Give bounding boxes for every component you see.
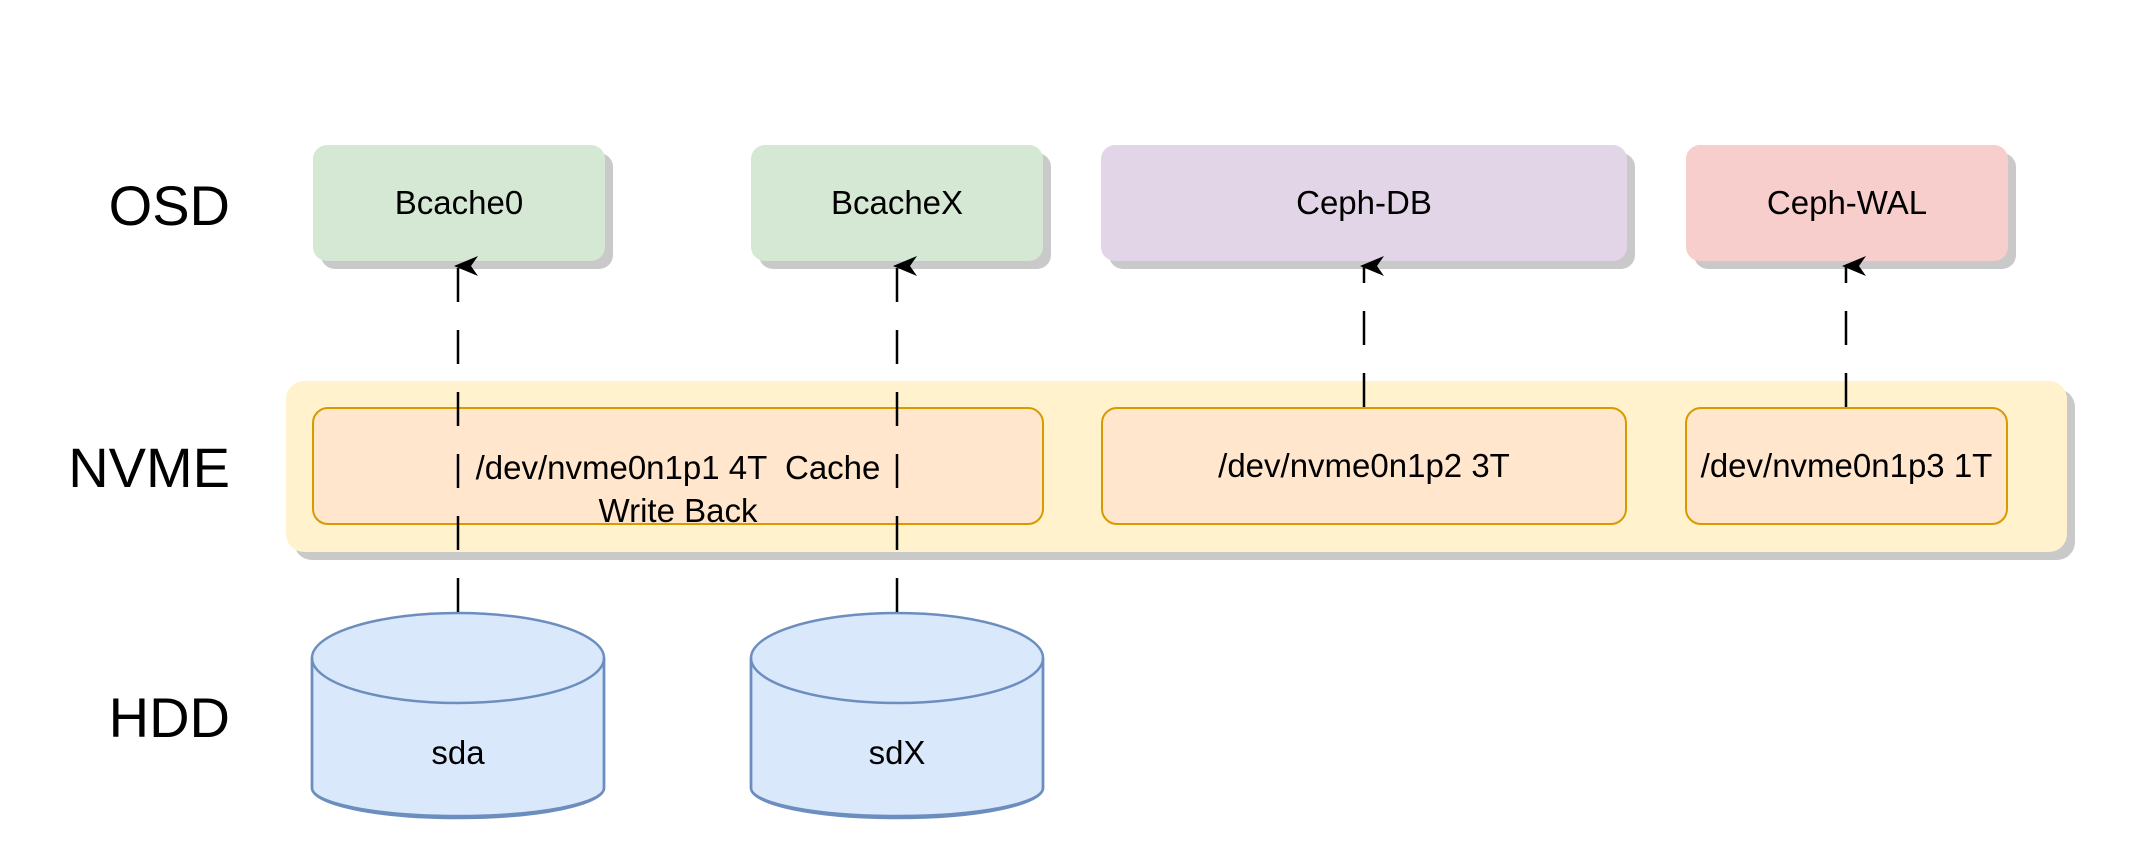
hdd-sdx-label: sdX [868,734,926,771]
hdd-sda-label: sda [431,734,485,771]
osd-bcachex-label: BcacheX [830,183,964,221]
nvme-partition-p1 [312,407,1044,525]
osd-bcache0-box: Bcache0 [313,145,605,261]
nvme-partition-p1-line2: Write Back [598,492,758,529]
row-label-nvme: NVME [68,436,230,499]
nvme-partition-p3: /dev/nvme0n1p3 1T [1685,407,2008,525]
nvme-partition-p2: /dev/nvme0n1p2 3T [1101,407,1627,525]
nvme-partition-p1-line1: /dev/nvme0n1p1 4T Cache [475,449,881,486]
osd-ceph-wal-box: Ceph-WAL [1686,145,2008,261]
osd-ceph-wal-label: Ceph-WAL [1766,183,1928,221]
nvme-partition-p1-text: /dev/nvme0n1p1 4T Cache Write Back [312,446,1044,532]
osd-ceph-db-box: Ceph-DB [1101,145,1627,261]
row-label-hdd: HDD [108,686,230,749]
osd-bcachex-box: BcacheX [751,145,1043,261]
nvme-partition-p3-label: /dev/nvme0n1p3 1T [1700,446,1993,484]
osd-ceph-db-label: Ceph-DB [1296,183,1432,221]
row-label-osd: OSD [108,174,230,237]
osd-bcache0-label: Bcache0 [394,183,524,221]
hdd-sda-cylinder [310,611,606,820]
nvme-partition-p2-label: /dev/nvme0n1p2 3T [1218,446,1510,484]
hdd-sdx-cylinder [749,611,1045,820]
